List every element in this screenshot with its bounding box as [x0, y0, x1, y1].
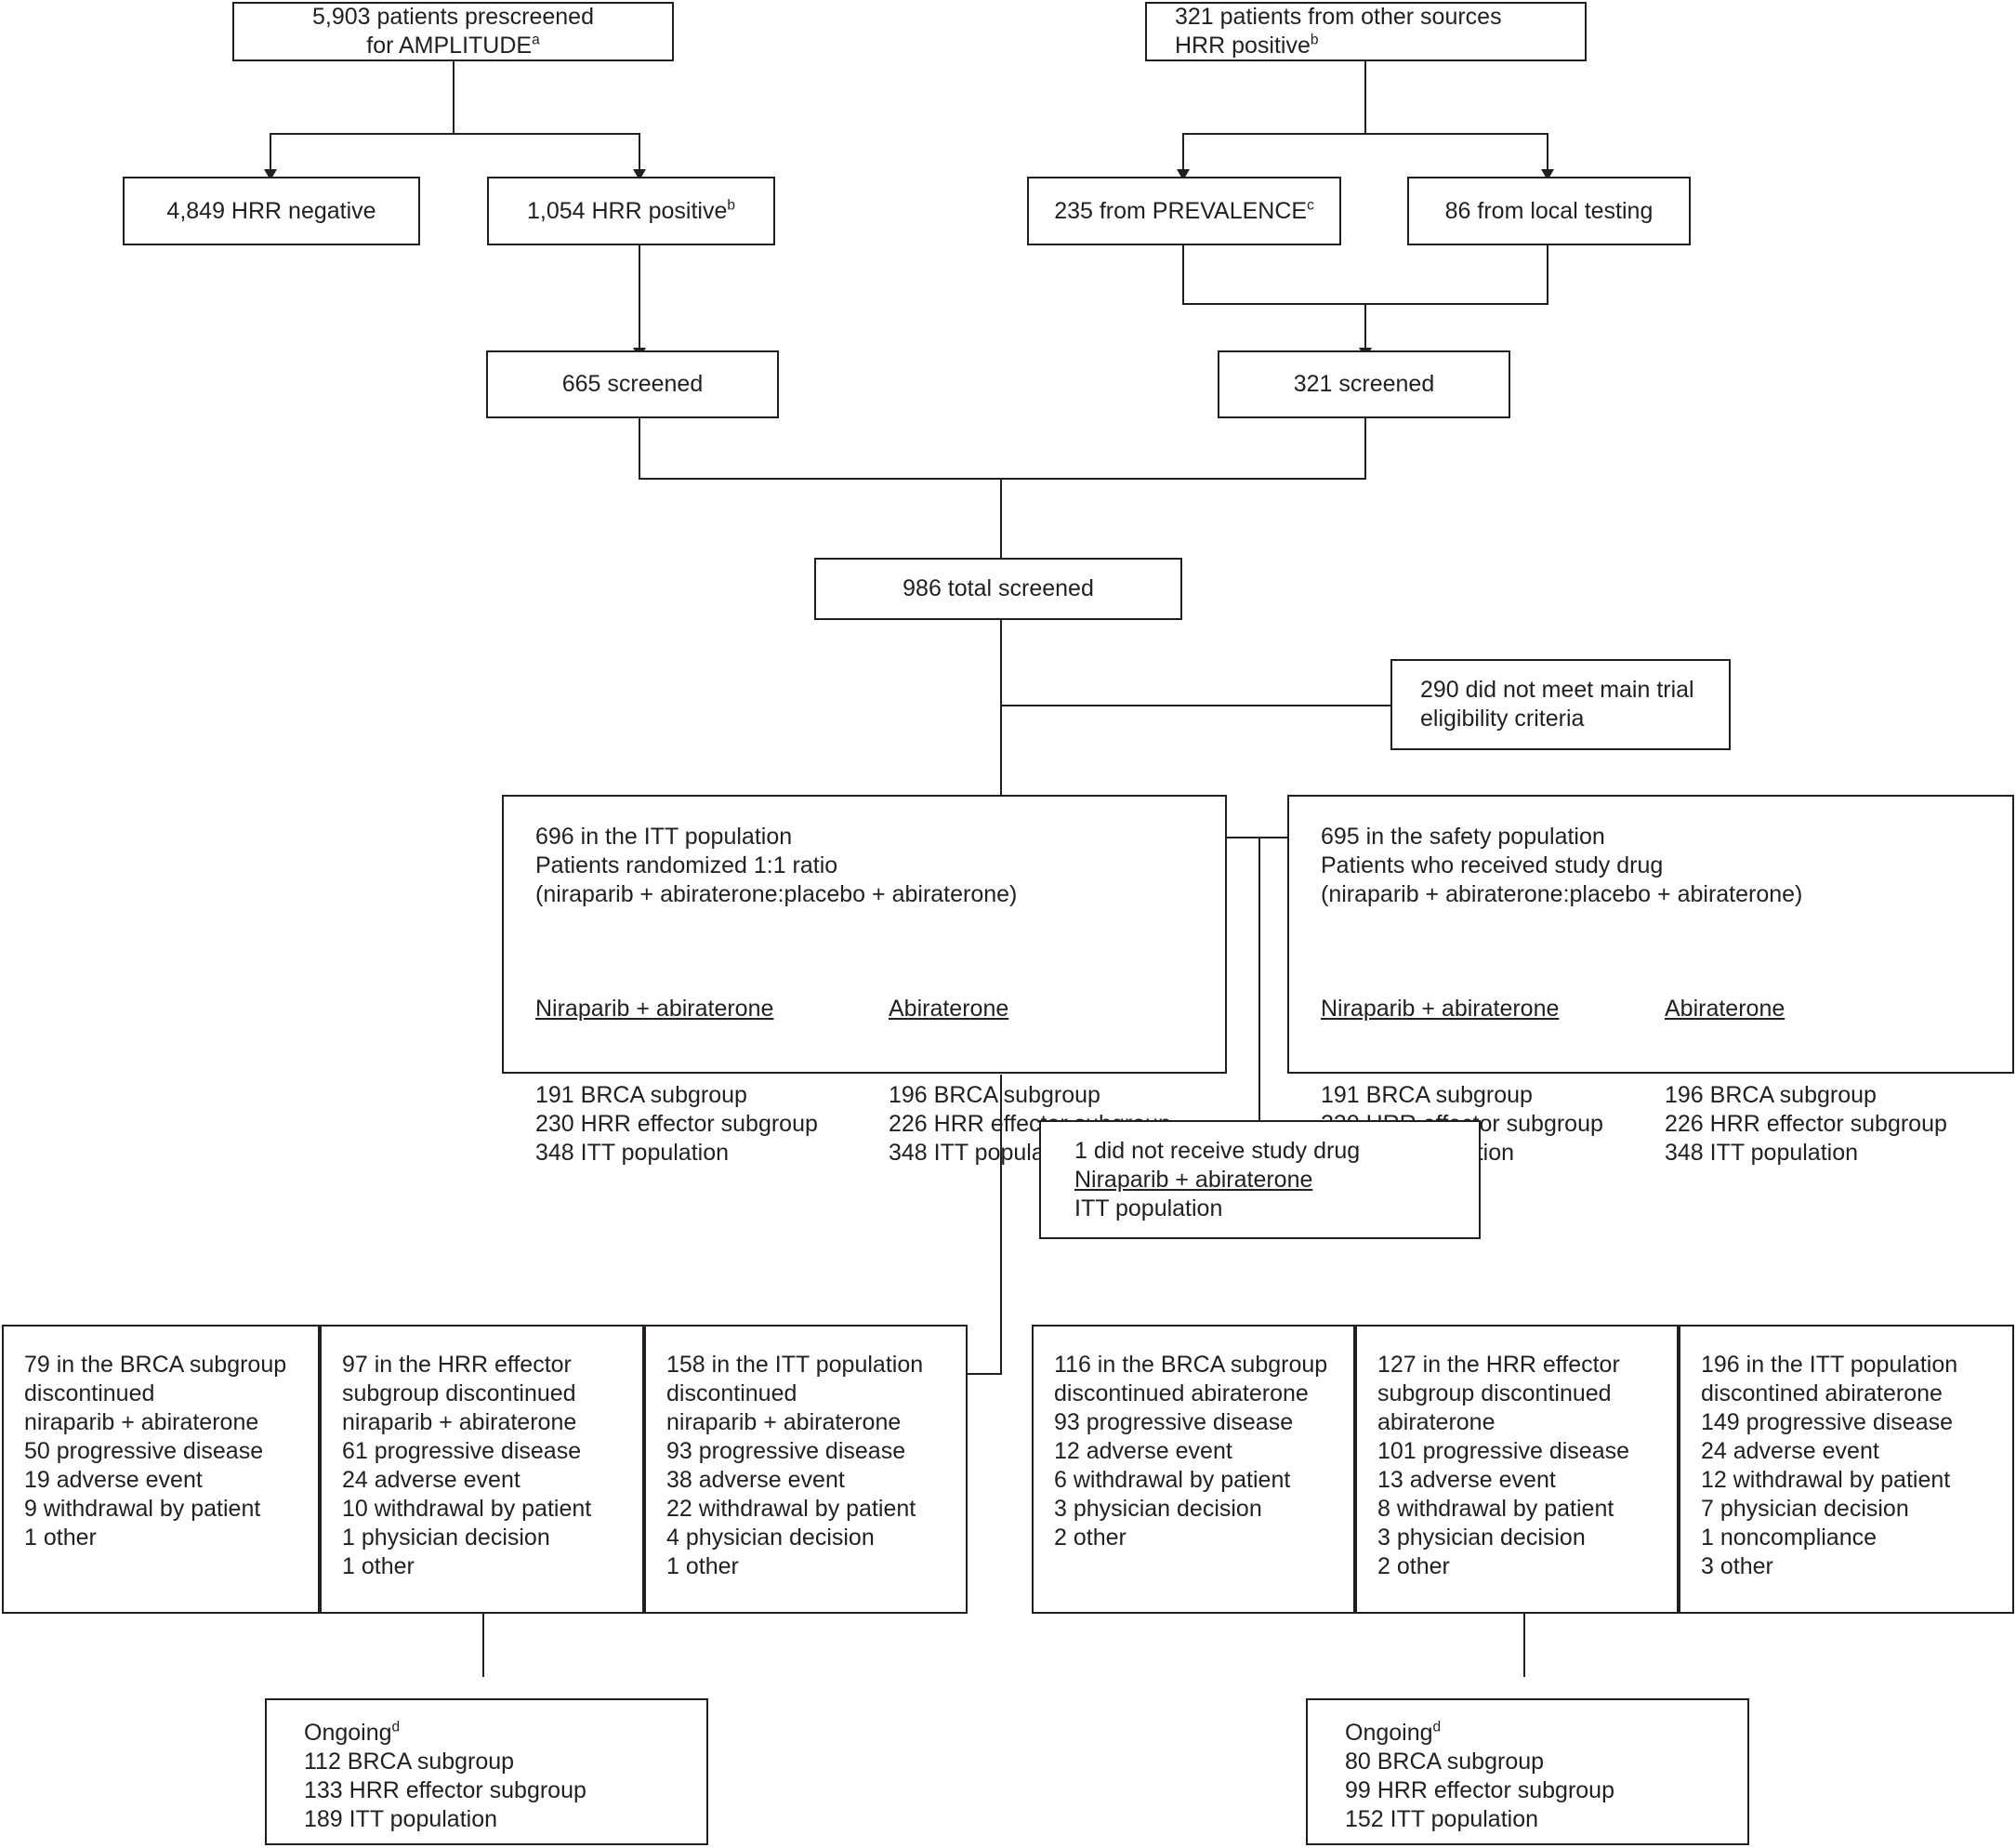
connector-othersources-down — [1364, 61, 1366, 134]
node-disc-hrr-abiraterone: 127 in the HRR effector subgroup discont… — [1355, 1325, 1679, 1614]
connector-prevalence-down — [1182, 245, 1184, 304]
node-prevalence-text: 235 from PREVALENCEc — [1054, 197, 1314, 224]
connector-to-not-eligible — [1000, 705, 1392, 706]
connector-screened-merge — [639, 478, 1366, 480]
node-disc-brca-abiraterone: 116 in the BRCA subgroup discontinued ab… — [1032, 1325, 1355, 1614]
node-itt-col1-body: 191 BRCA subgroup 230 HRR effector subgr… — [535, 1082, 818, 1166]
node-disc-brca-abiraterone-text: 116 in the BRCA subgroup discontinued ab… — [1054, 1352, 1328, 1551]
connector-prescreened-down — [453, 61, 455, 134]
node-itt-header: 696 in the ITT population Patients rando… — [535, 824, 1018, 907]
connector-left-cluster-to-ongoing — [482, 1614, 484, 1677]
node-itt-col2-head: Abiraterone — [889, 996, 1009, 1022]
node-disc-hrr-niraparib-text: 97 in the HRR effector subgroup disconti… — [342, 1352, 592, 1579]
connector-total-down — [1000, 620, 1002, 803]
connector-screenedright-down — [1364, 418, 1366, 480]
node-local-testing-text: 86 from local testing — [1444, 197, 1654, 224]
footnote-b2: b — [727, 197, 735, 214]
node-safety-col1-head: Niraparib + abiraterone — [1321, 996, 1560, 1022]
footnote-d-left: d — [391, 1719, 401, 1736]
connector-right-cluster-to-ongoing — [1523, 1614, 1525, 1677]
node-prevalence: 235 from PREVALENCEc — [1027, 177, 1341, 245]
connector-screenedleft-down — [639, 418, 640, 480]
node-hrr-negative-text: 4,849 HRR negative — [166, 197, 376, 224]
node-safety-col-abiraterone: Abiraterone 196 BRCA subgroup 226 HRR ef… — [1665, 937, 1947, 1225]
connector-to-prevalence — [1182, 133, 1184, 172]
node-disc-itt-abiraterone-text: 196 in the ITT population discontined ab… — [1701, 1352, 1958, 1579]
connector-prescreened-split — [270, 133, 640, 135]
node-screened-right-text: 321 screened — [1293, 371, 1435, 397]
node-itt-population: 696 in the ITT population Patients rando… — [502, 795, 1227, 1166]
node-disc-hrr-niraparib: 97 in the HRR effector subgroup disconti… — [320, 1325, 644, 1614]
node-safety-col2-body: 196 BRCA subgroup 226 HRR effector subgr… — [1665, 1082, 1947, 1166]
node-total-screened-text: 986 total screened — [903, 575, 1094, 601]
node-disc-hrr-abiraterone-text: 127 in the HRR effector subgroup discont… — [1377, 1352, 1629, 1579]
footnote-a: a — [532, 32, 540, 48]
node-total-screened: 986 total screened — [814, 558, 1182, 620]
footnote-b: b — [1310, 32, 1319, 48]
node-screened-left-text: 665 screened — [561, 371, 704, 397]
node-disc-itt-abiraterone: 196 in the ITT population discontined ab… — [1679, 1325, 2014, 1614]
connector-to-hrr-negative — [270, 133, 271, 172]
connector-spine-to-left-row — [967, 1373, 1002, 1375]
node-hrr-negative: 4,849 HRR negative — [123, 177, 420, 245]
node-safety-header: 695 in the safety population Patients wh… — [1321, 824, 1803, 907]
node-itt-col-niraparib: Niraparib + abiraterone 191 BRCA subgrou… — [535, 937, 889, 1225]
connector-to-local-testing — [1547, 133, 1548, 172]
connector-localtest-down — [1547, 245, 1548, 304]
connector-merge-to-total — [1000, 478, 1002, 559]
connector-to-hrr-positive — [639, 133, 640, 172]
node-safety-col2-head: Abiraterone — [1665, 996, 1785, 1022]
node-hrr-positive: 1,054 HRR positiveb — [487, 177, 775, 245]
node-screened-left: 665 screened — [486, 350, 779, 418]
node-screened-right: 321 screened — [1218, 350, 1510, 418]
node-itt-col1-head: Niraparib + abiraterone — [535, 996, 774, 1022]
node-hrr-positive-text: 1,054 HRR positiveb — [526, 197, 735, 224]
connector-itt-down-spine — [1000, 1075, 1002, 1373]
node-disc-itt-niraparib-text: 158 in the ITT population discontinued n… — [666, 1352, 924, 1579]
connector-itt-safety-link — [1226, 837, 1287, 838]
footnote-c: c — [1307, 197, 1314, 214]
connector-othersources-split — [1182, 133, 1548, 135]
node-local-testing: 86 from local testing — [1407, 177, 1691, 245]
node-itt-columns: Niraparib + abiraterone 191 BRCA subgrou… — [535, 937, 1210, 1225]
connector-safety-to-nodrug — [1258, 837, 1260, 1120]
connector-hrrpos-to-screened — [639, 245, 640, 350]
node-safety-columns: Niraparib + abiraterone 191 BRCA subgrou… — [1321, 937, 1997, 1225]
footnote-d-right: d — [1432, 1719, 1442, 1736]
node-disc-brca-niraparib: 79 in the BRCA subgroup discontinued nir… — [2, 1325, 320, 1614]
connector-merge-to-screened-right — [1364, 303, 1366, 350]
node-disc-itt-niraparib: 158 in the ITT population discontinued n… — [644, 1325, 968, 1614]
node-safety-population: 695 in the safety population Patients wh… — [1287, 795, 2014, 1166]
node-disc-brca-niraparib-text: 79 in the BRCA subgroup discontinued nir… — [24, 1352, 287, 1551]
